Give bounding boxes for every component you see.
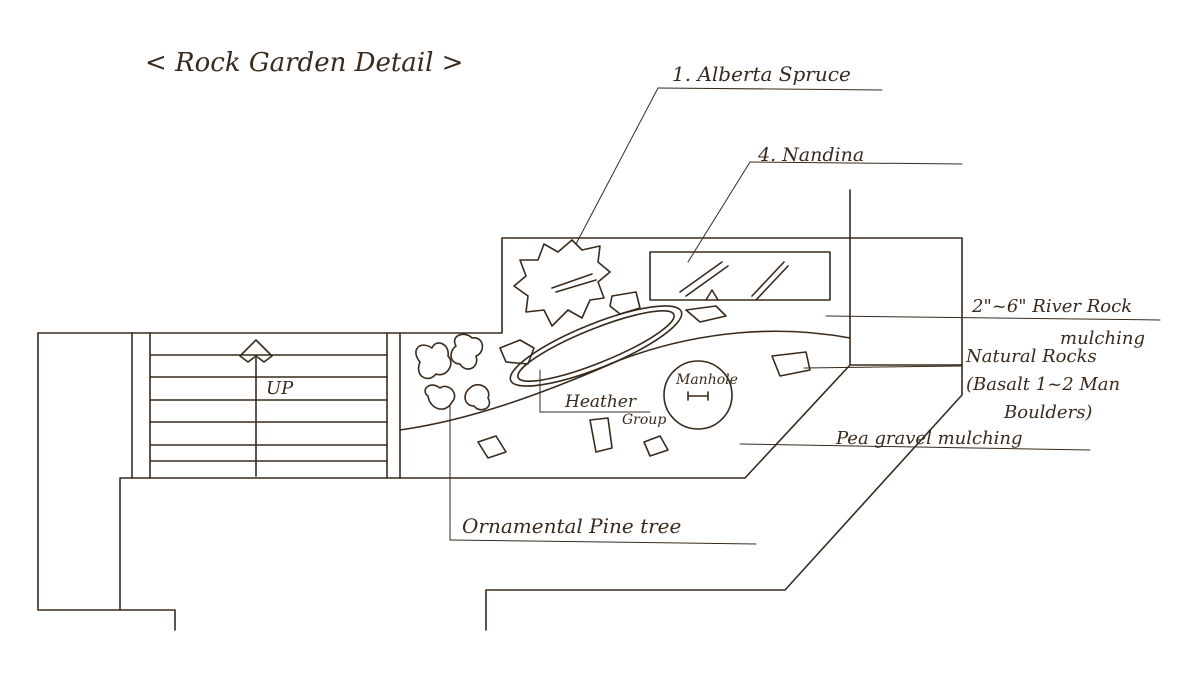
stair-label: UP <box>266 378 294 399</box>
stairs <box>131 332 388 479</box>
label-natural-rocks-2: (Basalt 1~2 Man <box>966 374 1121 395</box>
label-alberta-spruce: 1. Alberta Spruce <box>672 62 851 86</box>
rock <box>643 435 669 457</box>
label-pine-tree: Ornamental Pine tree <box>462 514 682 538</box>
wall-outline-left <box>37 332 121 611</box>
label-manhole: Manhole <box>676 372 738 388</box>
label-river-rock: 2"~6" River Rock <box>972 296 1133 317</box>
rock <box>477 435 507 459</box>
rock <box>685 305 727 323</box>
rock <box>499 339 535 365</box>
page-title: < Rock Garden Detail > <box>145 48 464 78</box>
rock <box>589 417 613 453</box>
heather-group <box>509 305 683 387</box>
ornamental-pine-icon <box>415 333 491 411</box>
up-arrow-icon <box>239 339 273 477</box>
wall-outline-bottom-right <box>485 189 963 631</box>
wall-outline <box>37 237 963 631</box>
label-natural-rocks-3: Boulders) <box>1004 402 1093 423</box>
leader-lines <box>449 87 1161 545</box>
label-river-rock-2: mulching <box>1060 328 1145 349</box>
manhole <box>663 360 733 430</box>
label-natural-rocks: Natural Rocks <box>966 346 1097 367</box>
nandina-bed <box>649 251 831 301</box>
label-heather-2: Group <box>622 412 667 428</box>
rock <box>771 351 811 377</box>
label-heather: Heather <box>565 392 636 412</box>
label-nandina: 4. Nandina <box>758 144 865 166</box>
rock <box>609 291 641 315</box>
label-pea-gravel: Pea gravel mulching <box>836 428 1023 449</box>
alberta-spruce-icon <box>513 239 611 327</box>
